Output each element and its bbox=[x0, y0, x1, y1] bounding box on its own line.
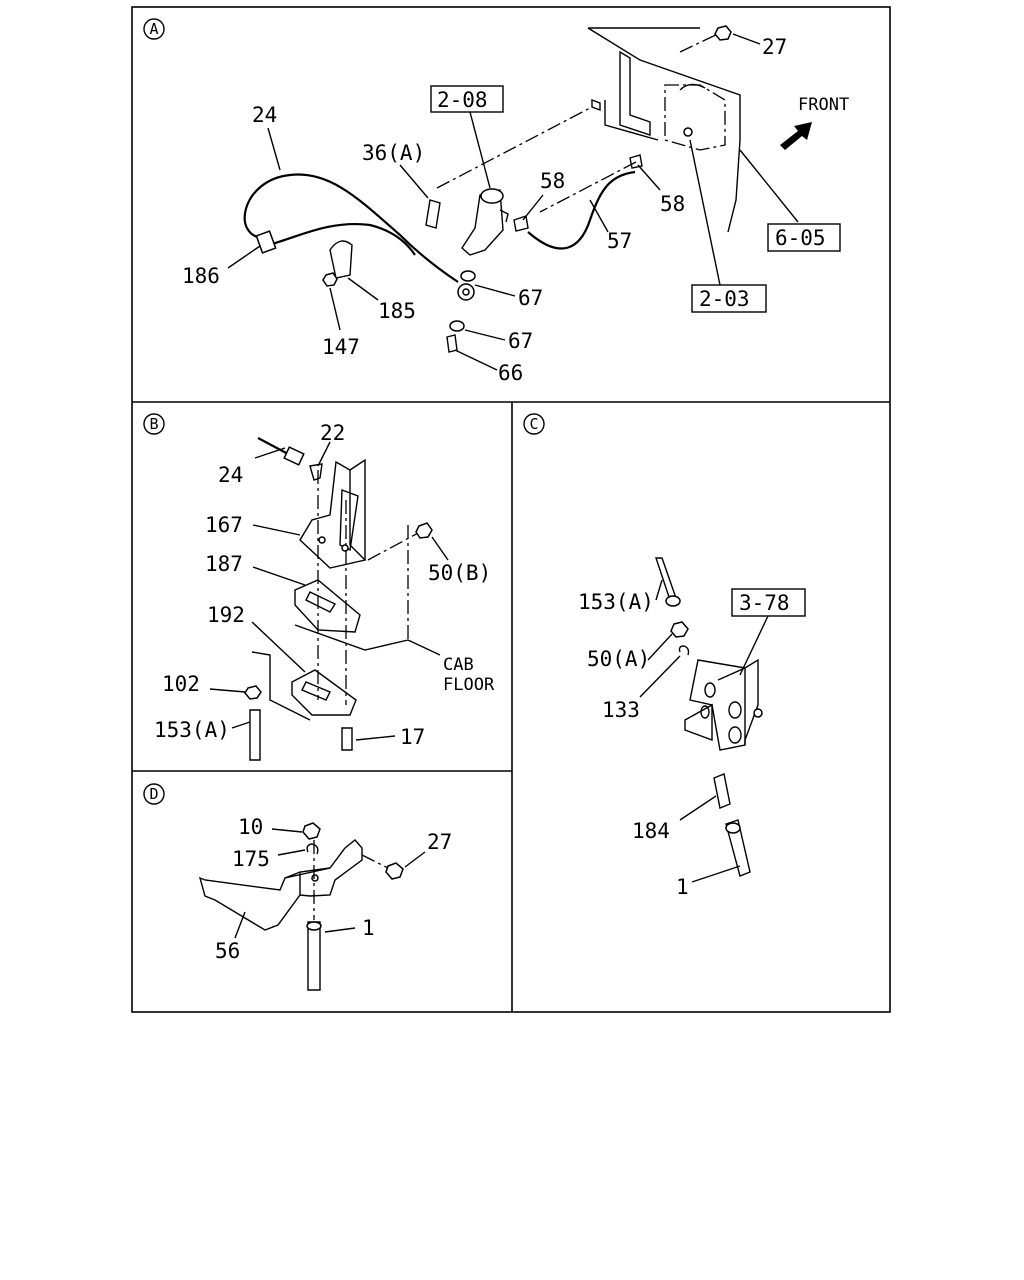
panel-marker-c: C bbox=[523, 413, 545, 435]
master-cylinder-drawing bbox=[461, 188, 509, 256]
callout-1: 1 bbox=[676, 875, 689, 899]
panel-d: 10 175 27 56 1 bbox=[198, 815, 452, 991]
callout-102: 102 bbox=[162, 672, 200, 696]
svg-text:C: C bbox=[529, 415, 538, 433]
callout-147: 147 bbox=[322, 335, 360, 359]
callout-1: 1 bbox=[362, 916, 375, 940]
cable-24-drawing bbox=[243, 173, 475, 301]
callout-24: 24 bbox=[252, 103, 277, 127]
bracket-56-drawing bbox=[198, 839, 363, 931]
plate-187-drawing bbox=[294, 579, 361, 633]
panel-a: FRONT bbox=[182, 25, 849, 385]
callout-66: 66 bbox=[498, 361, 523, 385]
ref-2-03[interactable]: 2-03 bbox=[699, 287, 750, 311]
ref-box-2-03[interactable] bbox=[691, 284, 767, 313]
svg-text:D: D bbox=[149, 785, 158, 803]
callout-133: 133 bbox=[602, 698, 640, 722]
panel-marker-b: B bbox=[143, 413, 165, 435]
callout-57: 57 bbox=[607, 229, 632, 253]
panel-c: 3-78 153(A) 50(A) 133 184 1 bbox=[578, 557, 806, 899]
ref-2-08[interactable]: 2-08 bbox=[437, 88, 488, 112]
ref-box-6-05[interactable] bbox=[767, 223, 841, 252]
callout-67-a: 67 bbox=[518, 286, 543, 310]
label-floor: FLOOR bbox=[443, 675, 495, 695]
callout-153a: 153(A) bbox=[154, 718, 230, 742]
ref-box-2-08[interactable] bbox=[430, 85, 504, 113]
callout-184: 184 bbox=[632, 819, 670, 843]
callout-187: 187 bbox=[205, 552, 243, 576]
front-label: FRONT bbox=[798, 95, 849, 115]
callout-17: 17 bbox=[400, 725, 425, 749]
callout-175: 175 bbox=[232, 847, 270, 871]
panel-b: 22 24 167 187 50(B) 192 CAB FLOOR 102 15… bbox=[154, 421, 495, 761]
bracket-378-drawing bbox=[684, 658, 763, 751]
callout-185: 185 bbox=[378, 299, 416, 323]
callout-36a: 36(A) bbox=[362, 141, 425, 165]
callout-58-b: 58 bbox=[660, 192, 685, 216]
callout-27: 27 bbox=[762, 35, 787, 59]
callout-50b: 50(B) bbox=[428, 561, 491, 585]
callout-186: 186 bbox=[182, 264, 220, 288]
callout-50a: 50(A) bbox=[587, 647, 650, 671]
callout-24: 24 bbox=[218, 463, 243, 487]
callout-27: 27 bbox=[427, 830, 452, 854]
svg-text:B: B bbox=[149, 415, 158, 433]
callout-22: 22 bbox=[320, 421, 345, 445]
bracket-167-drawing bbox=[299, 458, 367, 569]
panel-marker-a: A bbox=[143, 18, 165, 40]
hose-57-drawing bbox=[527, 170, 636, 250]
ref-3-78[interactable]: 3-78 bbox=[739, 591, 790, 615]
callout-167: 167 bbox=[205, 513, 243, 537]
ref-box-3-78[interactable] bbox=[731, 588, 806, 617]
callout-56: 56 bbox=[215, 939, 240, 963]
label-cab: CAB bbox=[443, 655, 474, 675]
callout-67-b: 67 bbox=[508, 329, 533, 353]
front-arrow-icon bbox=[780, 122, 812, 150]
callout-10: 10 bbox=[238, 815, 263, 839]
ref-6-05[interactable]: 6-05 bbox=[775, 226, 826, 250]
diagram-frame bbox=[131, 6, 891, 1013]
plate-192-drawing bbox=[291, 669, 357, 716]
callout-58-a: 58 bbox=[540, 169, 565, 193]
svg-text:A: A bbox=[149, 20, 158, 38]
panel-marker-d: D bbox=[143, 783, 165, 805]
cab-panel-drawing bbox=[587, 27, 741, 233]
callout-153a: 153(A) bbox=[578, 590, 654, 614]
callout-192: 192 bbox=[207, 603, 245, 627]
